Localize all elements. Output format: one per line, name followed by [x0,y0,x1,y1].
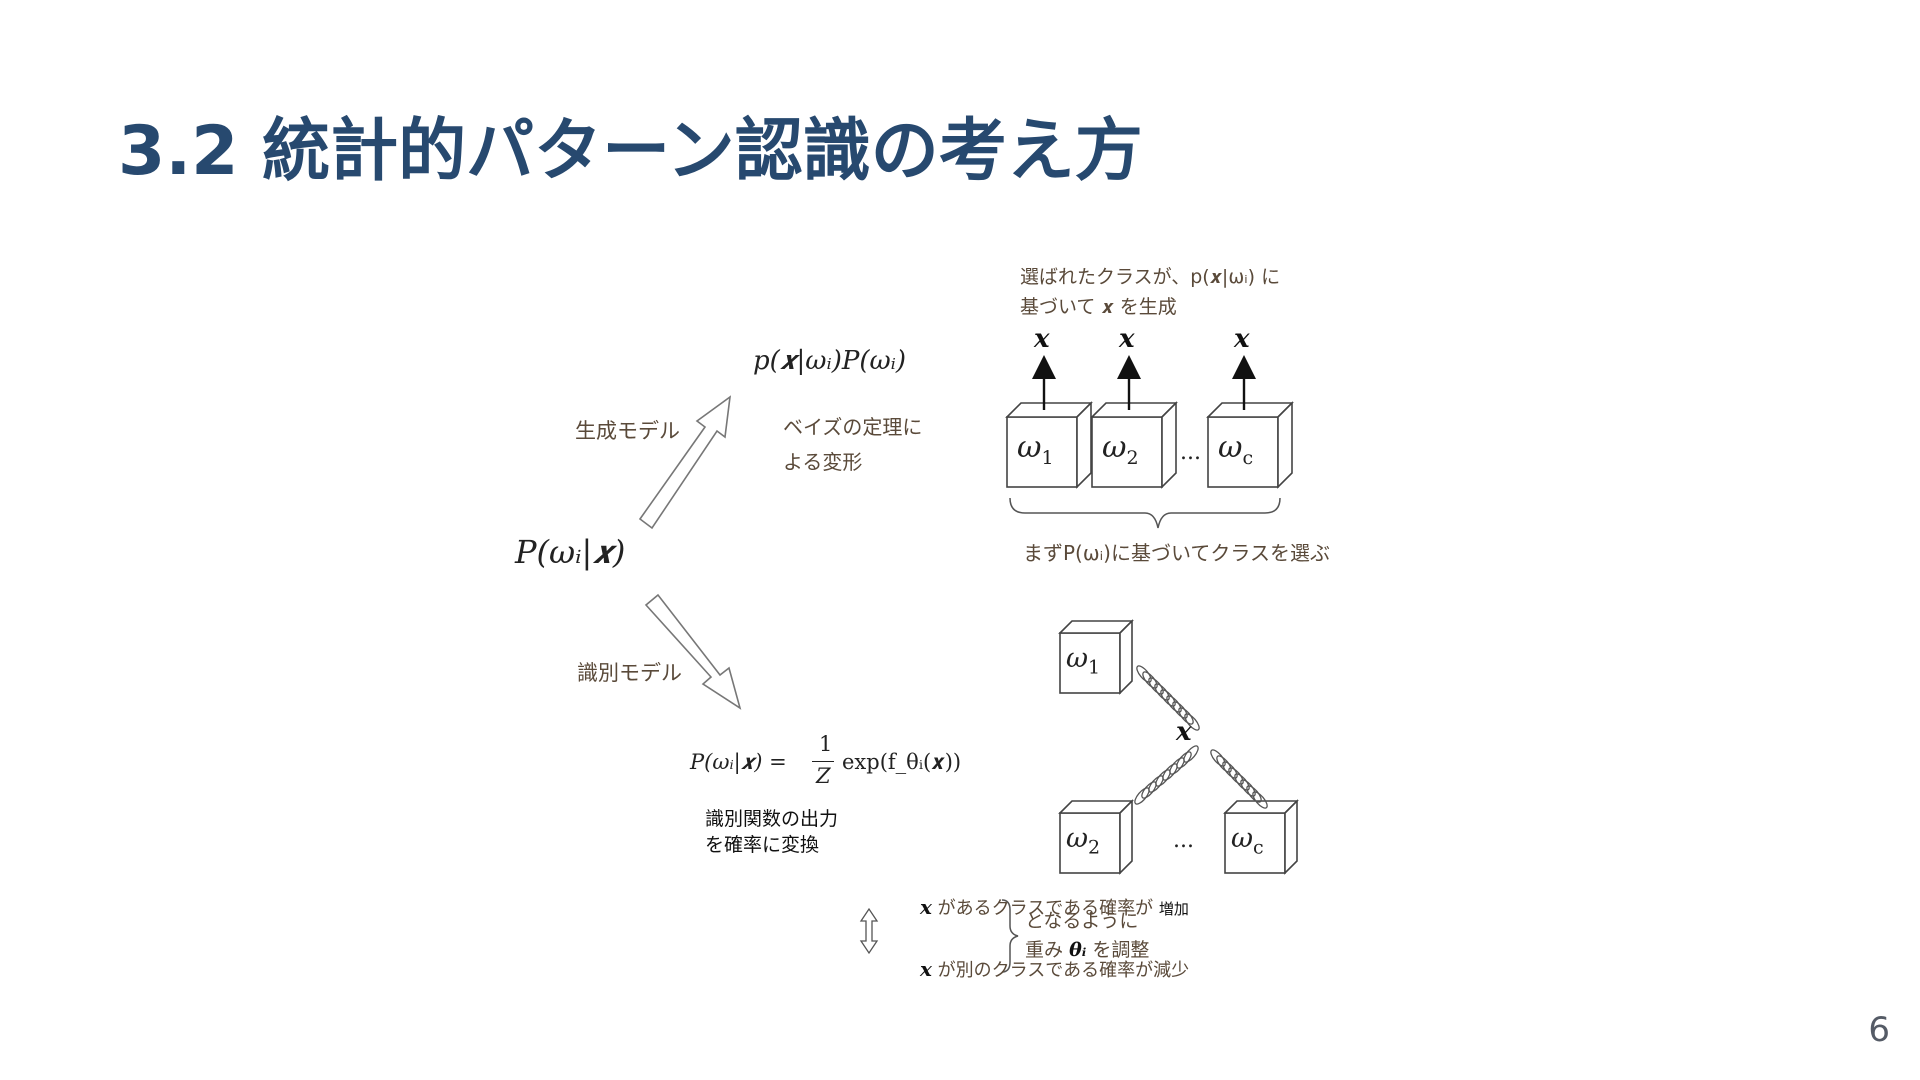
figure: P(ωᵢ|𝒙) 生成モデル p(𝒙|ωᵢ)P(ωᵢ) ベイズの定理に よる変形 … [490,250,1440,1000]
slide-title: 3.2 統計的パターン認識の考え方 [118,112,1143,191]
formula-right: exp(f_θᵢ(𝒙)) [842,750,962,774]
increase-statement: 𝒙 があるクラスである確率が 増加 [920,894,1189,920]
bottom-cube-2-label: ω2 [1066,823,1101,859]
decrease-statement: 𝒙 が別のクラスである確率が減少 [920,956,1189,982]
bottom-cube-c [1223,799,1299,875]
decrease-text: が別のクラスである確率が減少 [937,960,1190,981]
discriminative-note-line2: を確率に変換 [705,834,820,856]
bottom-ellipsis: ... [1173,828,1194,853]
formula-num: 1 [819,732,833,756]
top-cube-c-label: ωc [1218,430,1254,469]
generative-formula: p(𝒙|ωᵢ)P(ωᵢ) [753,346,907,376]
top-cube-c [1206,401,1294,489]
bayes-note-line1: ベイズの定理に [783,415,923,439]
spring-2 [1134,745,1199,805]
generative-arrow [638,395,732,530]
top-note-line2: 基づいて 𝒙 を生成 [1020,296,1177,318]
formula-left: P(ωᵢ|𝒙) = [690,750,787,774]
top-x-label-2: 𝒙 [1119,324,1135,354]
decrease-x: 𝒙 [920,957,932,981]
top-x-label-c: 𝒙 [1234,324,1250,354]
result-line1: となるように [1025,910,1139,932]
result-adjust: を調整 [1092,939,1150,961]
discriminative-arrow [644,593,742,710]
posterior-label: P(ωᵢ|𝒙) [515,533,626,571]
top-cube-1 [1005,401,1093,489]
bottom-brace [1001,899,1019,973]
result-weight: 重み [1025,939,1064,961]
spring-c [1210,749,1268,809]
center-x-label: 𝒙 [1176,717,1192,747]
bottom-cube-1-label: ω1 [1066,643,1101,679]
top-cube-2-label: ω2 [1102,430,1139,469]
page-number: 6 [1868,1010,1890,1050]
top-x-label-1: 𝒙 [1034,324,1050,354]
bayes-note-line2: よる変形 [783,450,863,474]
bottom-cube-2 [1058,799,1134,875]
discriminative-note-line1: 識別関数の出力 [705,808,839,830]
bottom-cube-1 [1058,619,1134,695]
increase-x: 𝒙 [920,895,932,919]
brace-note: まずP(ωᵢ)に基づいてクラスを選ぶ [1023,541,1330,565]
spring-1 [1136,665,1200,731]
top-cube-2 [1090,401,1178,489]
discriminative-arrow-label: 識別モデル [577,661,682,685]
top-brace [1009,497,1281,529]
figure-graphics [638,355,1299,973]
generative-arrow-label: 生成モデル [575,419,680,443]
double-arrow [859,907,879,955]
top-ellipsis: ... [1180,440,1201,465]
top-note-line1: 選ばれたクラスが、p(𝒙|ωᵢ) に [1020,266,1281,288]
bottom-cube-c-label: ωc [1231,823,1264,859]
formula-bar [812,761,834,762]
top-cube-1-label: ω1 [1017,430,1054,469]
result-line2: 重み θᵢ を調整 [1025,935,1149,962]
increase-text: があるクラスである確率が [937,898,1154,919]
result-theta: θᵢ [1069,939,1087,961]
increase-word: 増加 [1158,900,1189,918]
formula-den: Z [816,764,831,788]
